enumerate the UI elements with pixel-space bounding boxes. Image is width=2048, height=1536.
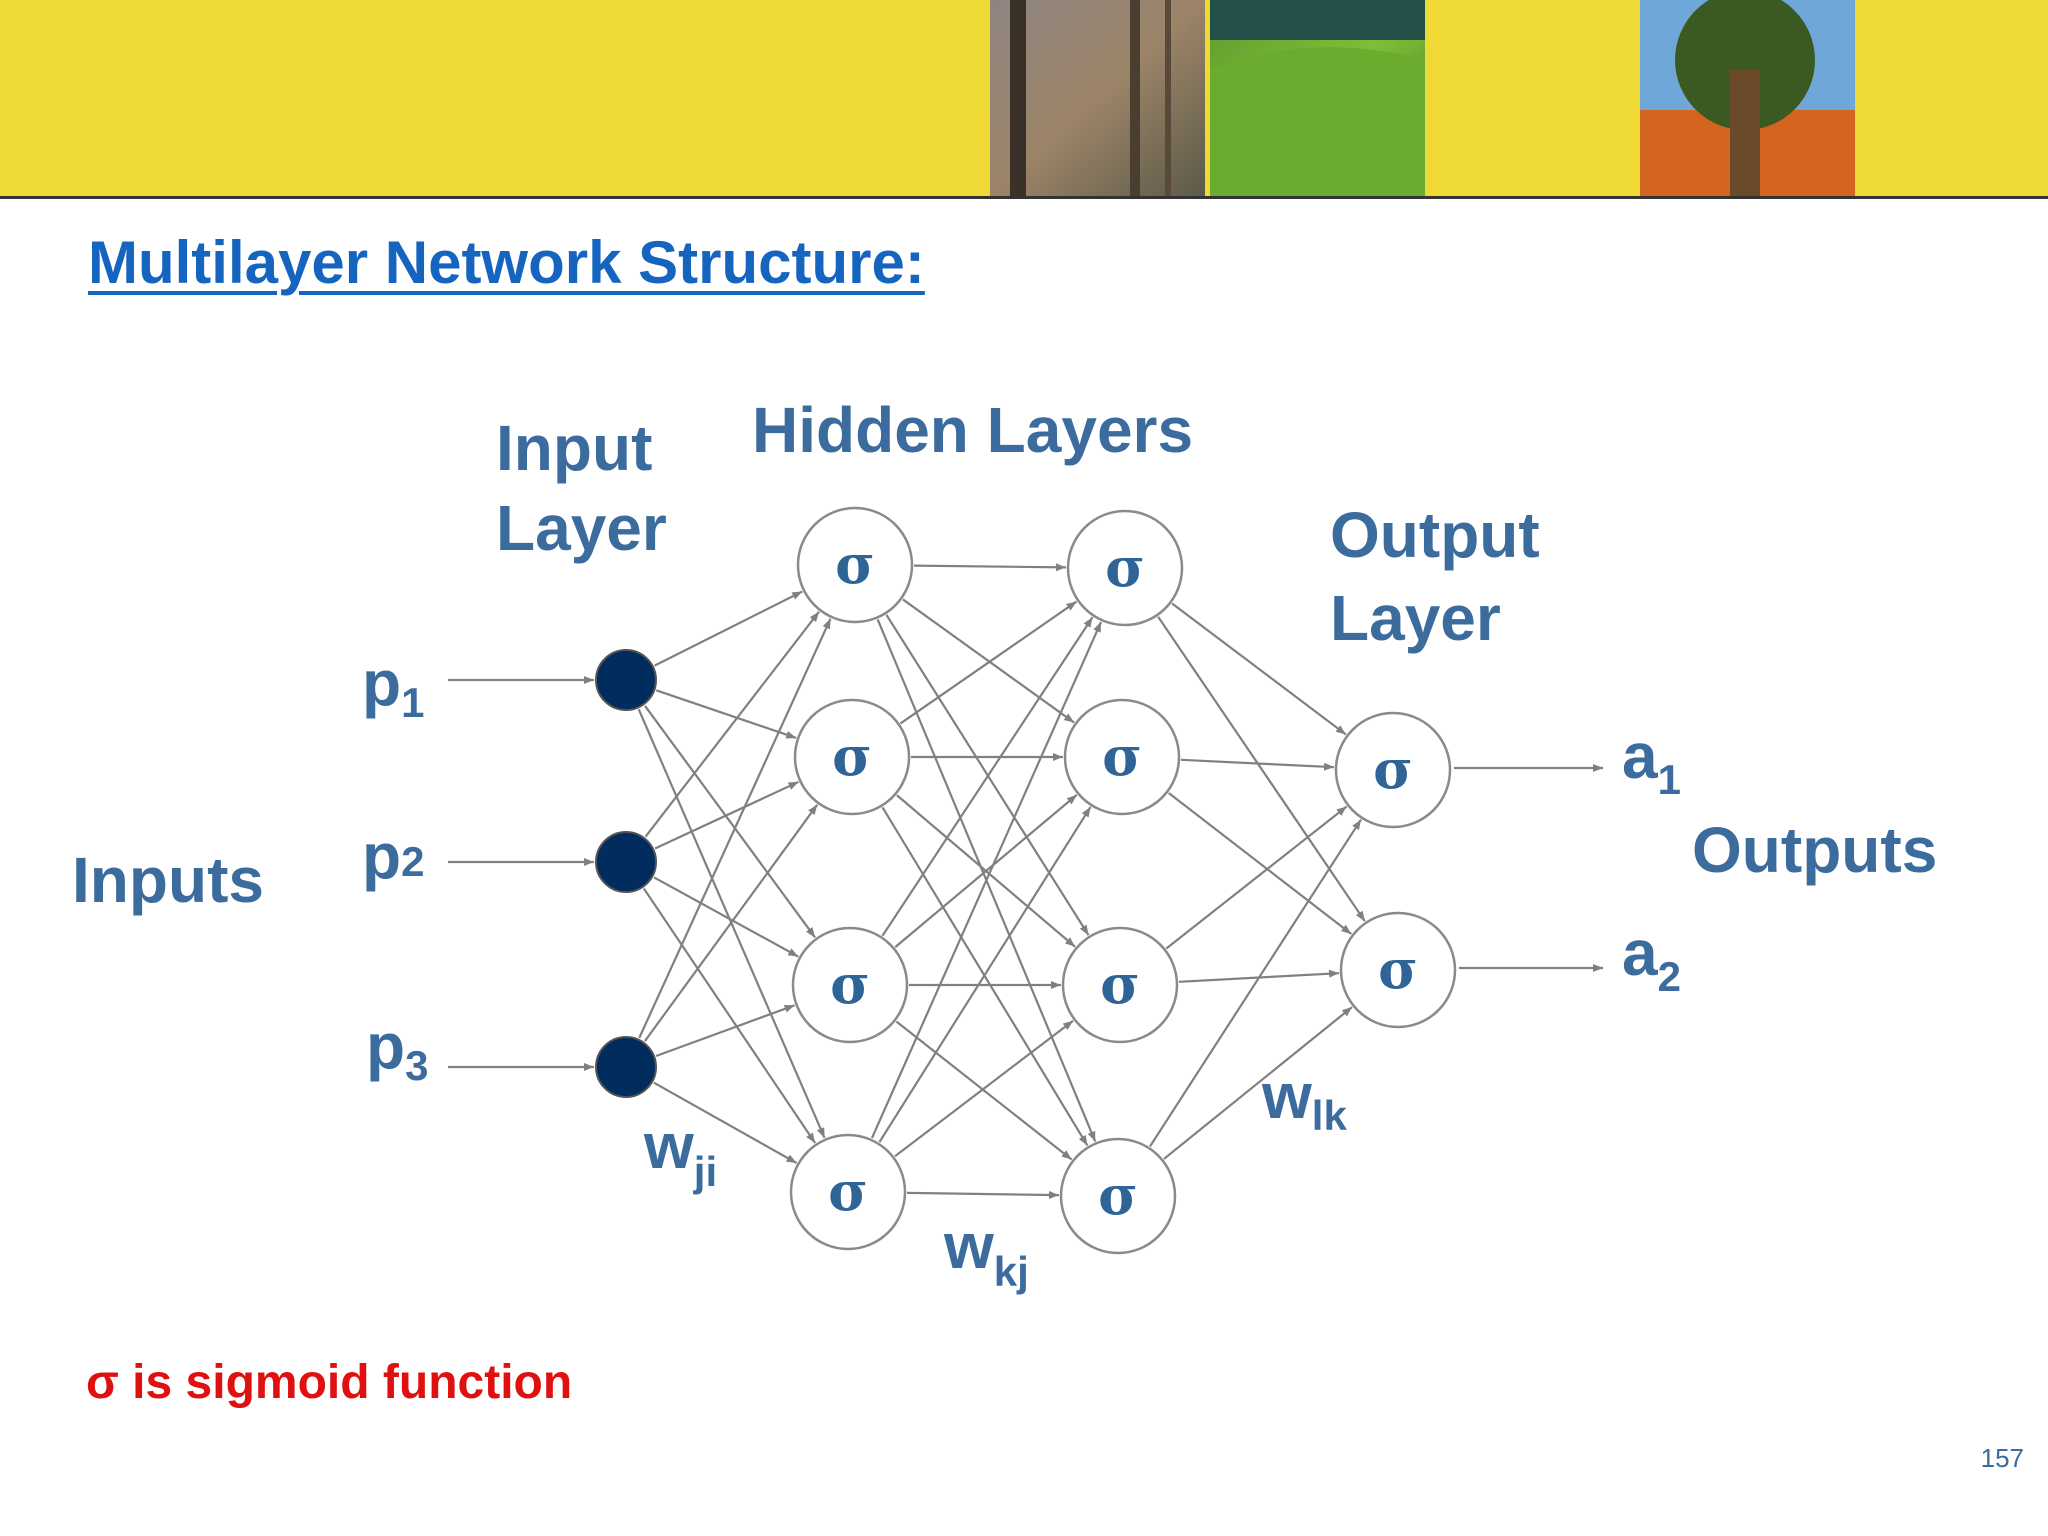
input-label-p3: p3 [366, 1010, 428, 1089]
page-number: 157 [1980, 1443, 2024, 1473]
sigma-symbol: σ [828, 1159, 868, 1223]
output-layer-label-line2: Layer [1330, 582, 1501, 654]
input-layer-label-line1: Input [496, 412, 652, 484]
network-labels: Inputs Input Layer Hidden Layers Output … [72, 394, 1937, 1295]
banner-divider [0, 196, 2048, 199]
outputs-label: Outputs [1692, 814, 1937, 886]
edge-l1-0-0 [913, 563, 1067, 572]
edge-l0-2-3 [653, 1081, 798, 1165]
output-label-a2: a2 [1622, 917, 1681, 1000]
photo-tree [1640, 0, 1855, 196]
edge-l2-1-1 [1168, 792, 1352, 935]
photo-hills [1210, 0, 1425, 196]
slide-title: Multilayer Network Structure: [88, 229, 925, 296]
edge-l2-0-0 [1171, 602, 1347, 736]
hidden2-node-2 [1063, 698, 1181, 816]
hidden1-node-1 [796, 506, 914, 624]
sigma-symbol: σ [1373, 737, 1413, 801]
output-label-a1: a1 [1622, 720, 1681, 803]
output-node-2 [1339, 911, 1457, 1029]
edge-l0-0-2 [644, 705, 816, 939]
edge-l2-3-0 [1149, 818, 1362, 1148]
edge-l2-1-0 [1180, 758, 1335, 771]
edge-l0-1-0 [644, 611, 820, 838]
edge-l1-2-0 [881, 616, 1094, 937]
edge-l1-2-3 [895, 1020, 1073, 1161]
sigma-symbol: σ [1378, 937, 1418, 1001]
sigma-symbol: σ [830, 952, 870, 1016]
hidden2-node-3 [1061, 926, 1179, 1044]
weight-label-wkj: wkj [943, 1210, 1029, 1295]
edge-l0-2-1 [643, 804, 819, 1042]
header-banner [0, 0, 2048, 196]
hidden1-node-4 [789, 1133, 907, 1251]
hidden2-node-4 [1059, 1137, 1177, 1255]
edge-l1-3-0 [870, 621, 1103, 1139]
input-node-3 [595, 1036, 657, 1098]
output-layer-label-line1: Output [1330, 499, 1540, 571]
edge-l1-3-3 [906, 1190, 1060, 1199]
edge-l2-3-1 [1163, 1006, 1353, 1160]
sigmoid-caption: σ is sigmoid function [86, 1356, 573, 1409]
sigma-symbol: σ [1100, 952, 1140, 1016]
edge-l1-2-1 [894, 794, 1078, 948]
edge-l0-1-2 [653, 876, 799, 958]
edge-l0-1-1 [654, 780, 799, 850]
photo-forest [990, 0, 1205, 196]
sigma-symbol: σ [1102, 724, 1142, 788]
hidden1-node-2 [793, 698, 911, 816]
hidden1-node-3 [791, 926, 909, 1044]
edge-l1-0-1 [902, 598, 1075, 724]
input-label-p1: p1 [362, 647, 424, 726]
edge-l0-2-0 [638, 618, 832, 1039]
input-layer-label-line2: Layer [496, 492, 667, 564]
edge-l1-1-0 [899, 600, 1078, 725]
sigma-symbol: σ [832, 724, 872, 788]
sigma-symbol: σ [1098, 1163, 1138, 1227]
network-nodes: σ σ σ σ σ σ σ σ σ σ [595, 506, 1457, 1255]
hidden-layers-label: Hidden Layers [752, 394, 1193, 466]
sigma-symbol: σ [1105, 535, 1145, 599]
edge-l0-0-0 [654, 590, 803, 667]
edge-l1-3-2 [894, 1019, 1074, 1158]
edge-l2-0-1 [1157, 616, 1366, 922]
input-label-p2: p2 [362, 820, 424, 892]
weight-label-wlk: wlk [1261, 1060, 1347, 1139]
hidden2-node-1 [1066, 509, 1184, 627]
edge-l0-2-2 [655, 1004, 795, 1058]
connection-edges [448, 563, 1603, 1199]
edge-l2-2-0 [1165, 805, 1348, 950]
inputs-label: Inputs [72, 844, 264, 916]
input-node-1 [595, 649, 657, 711]
edge-l1-3-1 [878, 806, 1092, 1143]
input-node-2 [595, 831, 657, 893]
weight-label-wji: wji [643, 1110, 717, 1195]
output-node-1 [1334, 711, 1452, 829]
sigma-symbol: σ [835, 532, 875, 596]
edge-l0-0-1 [655, 689, 797, 740]
edge-l0-1-3 [642, 887, 816, 1144]
